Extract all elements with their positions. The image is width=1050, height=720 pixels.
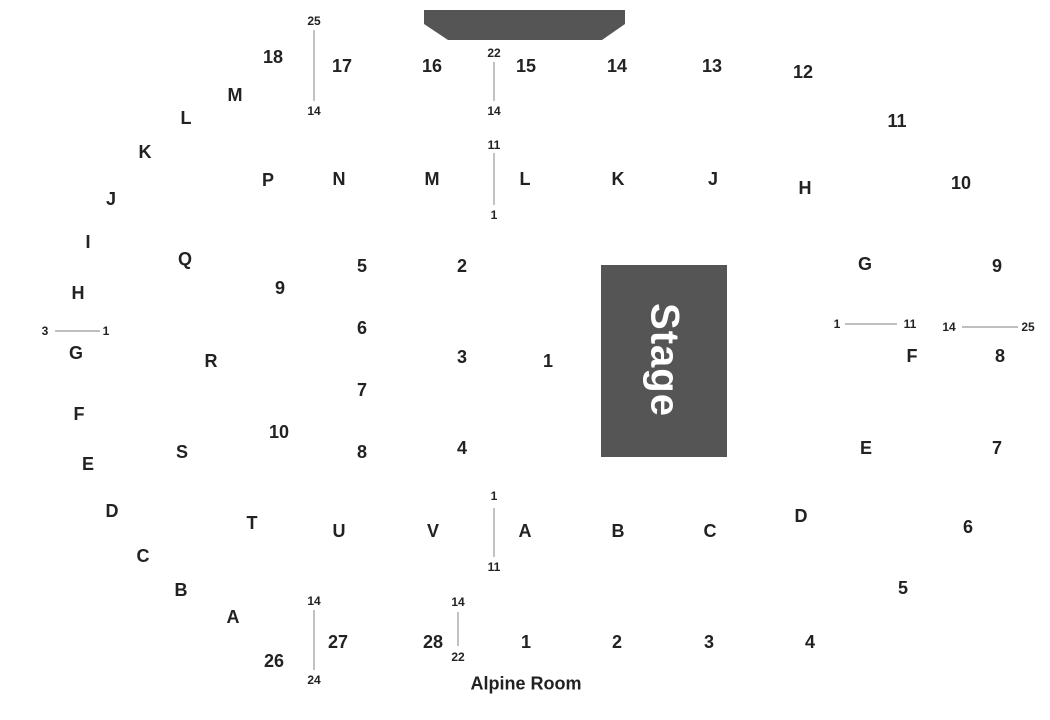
seat-number: 1 — [490, 208, 498, 222]
floor-section-label[interactable]: 1 — [542, 351, 554, 371]
row-label: J — [707, 169, 719, 189]
section-label[interactable]: 12 — [792, 62, 814, 82]
row-label: J — [105, 189, 117, 209]
row-label: D — [105, 501, 119, 521]
row-label: L — [519, 169, 531, 189]
row-label: M — [227, 85, 243, 105]
section-label[interactable]: 13 — [701, 56, 723, 76]
seat-number: 25 — [1021, 320, 1035, 334]
seat-number: 22 — [487, 46, 501, 60]
floor-section-label[interactable]: 10 — [268, 422, 290, 442]
row-label: M — [424, 169, 440, 189]
stage-block — [601, 265, 727, 457]
row-label: V — [426, 521, 440, 541]
row-label: B — [174, 580, 188, 600]
row-label: S — [175, 442, 189, 462]
seat-number: 14 — [307, 104, 321, 118]
seat-number: 14 — [487, 104, 501, 118]
section-label[interactable]: 15 — [515, 56, 537, 76]
floor-section-label[interactable]: 4 — [456, 438, 468, 458]
row-label: R — [204, 351, 218, 371]
floor-section-label[interactable]: 7 — [356, 380, 368, 400]
row-label: I — [85, 232, 91, 252]
row-label: U — [332, 521, 346, 541]
seat-number: 25 — [307, 14, 321, 28]
seat-number: 11 — [487, 138, 501, 152]
seat-number: 14 — [451, 595, 465, 609]
section-label[interactable]: 27 — [327, 632, 349, 652]
row-label: A — [226, 607, 240, 627]
row-label: F — [73, 404, 85, 424]
row-label: T — [246, 513, 258, 533]
section-label[interactable]: 9 — [991, 256, 1003, 276]
row-label: C — [703, 521, 717, 541]
row-label: A — [518, 521, 532, 541]
floor-section-label[interactable]: 9 — [274, 278, 286, 298]
seat-number: 24 — [307, 673, 321, 687]
row-label: E — [81, 454, 95, 474]
seat-number: 3 — [41, 324, 49, 338]
section-label[interactable]: 6 — [962, 517, 974, 537]
section-label[interactable]: 28 — [422, 632, 444, 652]
row-label: Q — [177, 249, 193, 269]
seat-number: 14 — [942, 320, 956, 334]
section-label[interactable]: 4 — [804, 632, 816, 652]
section-label[interactable]: 26 — [263, 651, 285, 671]
section-label[interactable]: 11 — [887, 111, 907, 131]
section-label[interactable]: 17 — [331, 56, 353, 76]
floor-section-label[interactable]: 6 — [356, 318, 368, 338]
seat-number: 1 — [102, 324, 110, 338]
section-label[interactable]: 2 — [611, 632, 623, 652]
section-label[interactable]: 8 — [994, 346, 1006, 366]
section-label[interactable]: 1 — [520, 632, 532, 652]
section-label[interactable]: 14 — [606, 56, 628, 76]
seat-number: 11 — [487, 560, 501, 574]
floor-section-label[interactable]: 8 — [356, 442, 368, 462]
row-label: G — [68, 343, 84, 363]
seat-number: 1 — [490, 489, 498, 503]
section-label[interactable]: 7 — [991, 438, 1003, 458]
stage-label: Stage — [642, 303, 687, 417]
venue-label: Alpine Room — [470, 673, 582, 694]
section-label[interactable]: 16 — [421, 56, 443, 76]
row-label: C — [136, 546, 150, 566]
section-label[interactable]: 18 — [262, 47, 284, 67]
section-label[interactable]: 5 — [897, 578, 909, 598]
row-label: B — [611, 521, 625, 541]
floor-section-label[interactable]: 3 — [456, 347, 468, 367]
row-label: H — [798, 178, 812, 198]
row-label: F — [906, 346, 918, 366]
seat-number: 22 — [451, 650, 465, 664]
seat-number: 11 — [903, 317, 917, 331]
row-label: E — [859, 438, 873, 458]
row-label: L — [180, 108, 192, 128]
section-label[interactable]: 10 — [950, 173, 972, 193]
row-label: K — [138, 142, 152, 162]
row-label: P — [261, 170, 275, 190]
row-label: D — [794, 506, 808, 526]
row-label: K — [611, 169, 625, 189]
floor-section-label[interactable]: 5 — [356, 256, 368, 276]
section-label[interactable]: 3 — [703, 632, 715, 652]
floor-section-label[interactable]: 2 — [456, 256, 468, 276]
row-label: G — [857, 254, 873, 274]
top-stage-extension — [424, 10, 625, 40]
seat-number: 1 — [833, 317, 841, 331]
seat-number: 14 — [307, 594, 321, 608]
row-label: N — [332, 169, 346, 189]
row-label: H — [71, 283, 85, 303]
